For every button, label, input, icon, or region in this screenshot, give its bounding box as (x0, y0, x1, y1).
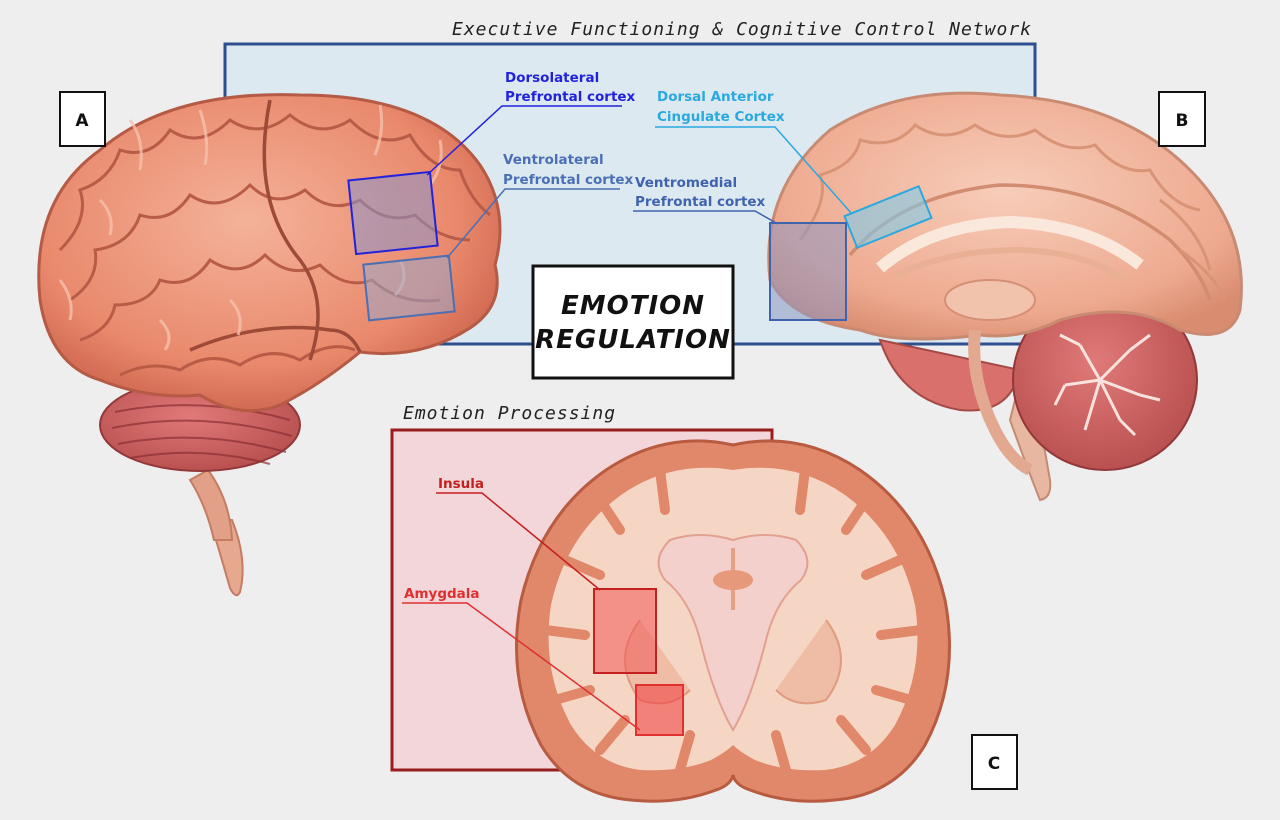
dlpfc-label-line2: Prefrontal cortex (505, 89, 636, 105)
vmpfc-label-line1: Ventromedial (635, 175, 737, 191)
vmpfc-region-box (769, 222, 847, 321)
executive-network-title: Executive Functioning & Cognitive Contro… (452, 19, 1032, 40)
panel-c-box (971, 734, 1018, 790)
amygdala-label: Amygdala (404, 586, 480, 602)
emotion-regulation-line1: EMOTION (561, 291, 705, 321)
vlpfc-region-box (362, 254, 456, 322)
panel-a-box (59, 91, 106, 147)
dacc-leader-line (655, 126, 853, 215)
dlpfc-region-box (347, 170, 439, 256)
emotion-regulation-line2: REGULATION (535, 325, 731, 355)
dacc-label-line2: Cingulate Cortex (657, 109, 785, 125)
amygdala-leader-line (402, 602, 641, 731)
emotion-regulation-box (531, 264, 735, 380)
vlpfc-leader-line (446, 188, 620, 259)
insula-region-box (593, 588, 657, 674)
coronal-brain-illustration (515, 439, 951, 803)
emotion-processing-title: Emotion Processing (403, 403, 616, 424)
insula-leader-line (436, 492, 601, 591)
panel-c-label: C (988, 754, 1000, 774)
vmpfc-leader-line (633, 210, 779, 225)
vlpfc-label-line1: Ventrolateral (503, 152, 604, 168)
panel-a-label: A (75, 111, 89, 131)
vlpfc-label-line2: Prefrontal cortex (503, 172, 634, 188)
dacc-label-line1: Dorsal Anterior (657, 89, 774, 105)
dacc-region-box (843, 184, 933, 250)
medial-brain-illustration (767, 91, 1243, 502)
panel-b-label: B (1176, 111, 1189, 131)
amygdala-region-box (635, 684, 684, 736)
vmpfc-label-line2: Prefrontal cortex (635, 194, 766, 210)
panel-b-box (1158, 91, 1206, 147)
dlpfc-label-line1: Dorsolateral (505, 70, 599, 86)
insula-label: Insula (438, 476, 484, 492)
dlpfc-leader-line (426, 105, 622, 176)
